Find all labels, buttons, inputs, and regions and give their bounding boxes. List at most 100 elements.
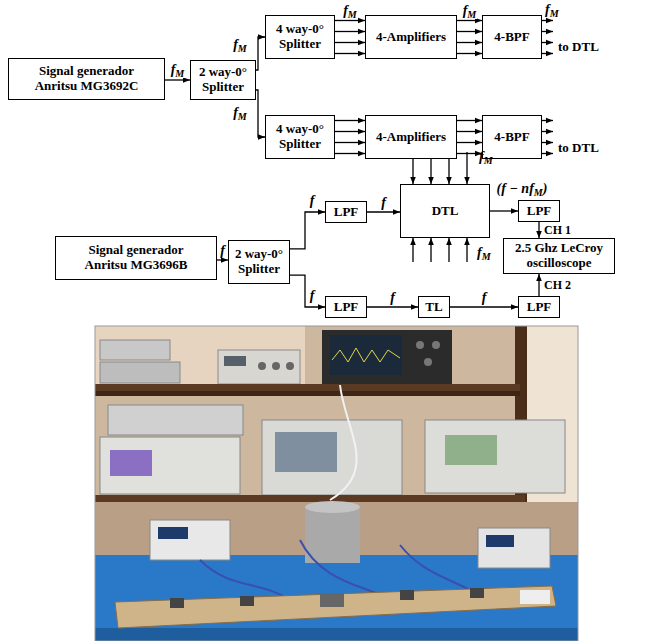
signal-label: f [380, 196, 387, 210]
process-box: 4-Amplifiers [365, 15, 457, 59]
math-glyph: f [171, 62, 176, 77]
math-glyph: M [484, 155, 493, 166]
shelf-edge [95, 391, 520, 396]
output-arrow [542, 120, 553, 121]
process-box: 2 way-0° Splitter [190, 60, 256, 100]
power-supply [478, 528, 550, 568]
photo-cylinder-top [305, 501, 360, 513]
board-connector [520, 590, 550, 604]
dtl-input-arrow [466, 238, 467, 262]
math-glyph: M [550, 8, 559, 19]
process-box: LPF [518, 296, 560, 318]
signal-arrow [457, 42, 482, 43]
signal-label: f [481, 291, 488, 305]
box-label: 2 way-0° Splitter [233, 247, 285, 277]
math-glyph: M [467, 9, 476, 20]
box-label: Signal generador Anritsu MG3692C [23, 64, 150, 94]
signal-arrow [217, 259, 228, 260]
output-arrow [542, 42, 553, 43]
instrument-display [275, 432, 337, 472]
signal-arrow [335, 153, 365, 154]
process-box: 4-BPF [482, 15, 542, 59]
board-component [470, 588, 484, 598]
math-glyph: M [482, 251, 491, 262]
signal-label: (f − nfM) [496, 182, 549, 197]
oscilloscope-screen [330, 335, 402, 375]
signal-arrow [457, 20, 482, 21]
signal-label: fM [544, 3, 560, 18]
math-glyph: f [381, 195, 386, 210]
signal-arrow [256, 90, 265, 137]
dtl-input-arrow [466, 152, 467, 184]
process-box: LPF [325, 296, 367, 318]
box-label: Signal generador Anritsu MG3696B [70, 243, 202, 273]
math-glyph: f [310, 288, 315, 303]
connectors [165, 21, 539, 308]
signal-arrow [290, 212, 325, 249]
box-label: 4-Amplifiers [376, 30, 446, 45]
photo-cable [330, 385, 357, 500]
signal-arrow [457, 53, 482, 54]
signal-label: fM [462, 4, 478, 19]
signal-generator-photo [262, 420, 402, 495]
instrument-knob [272, 362, 280, 370]
signal-label: fM [232, 106, 248, 121]
signal-arrow [290, 275, 325, 307]
signal-arrow [490, 210, 518, 211]
instrument-display [110, 450, 152, 476]
signal-label: f [219, 244, 226, 258]
signal-arrow [335, 142, 365, 143]
math-glyph: f [463, 3, 468, 18]
output-arrow [542, 142, 553, 143]
dtl-input-arrow [448, 238, 449, 262]
box-label: LPF [527, 300, 552, 315]
box-label: 2.5 Ghz LeCroy oscilloscope [508, 241, 610, 271]
signal-arrow [457, 131, 482, 132]
photo-frame [95, 326, 578, 641]
box-label: LPF [334, 300, 359, 315]
box-label: 4 way-0° Splitter [270, 22, 330, 52]
math-glyph [506, 181, 510, 196]
math-glyph: ) [543, 181, 548, 196]
instrument-display [224, 356, 246, 366]
signal-generator-photo [425, 420, 565, 493]
instrument-knob [424, 358, 432, 366]
math-glyph: f [343, 3, 348, 18]
signal-arrow [367, 306, 418, 307]
instrument-display [158, 527, 188, 539]
process-box: LPF [518, 200, 560, 222]
output-arrow [542, 31, 553, 32]
signal-arrow [256, 37, 265, 70]
signal-label: f [309, 194, 316, 208]
signal-label: CH 2 [543, 278, 572, 292]
photo-instrument [100, 362, 180, 383]
signal-label: f [309, 289, 316, 303]
signal-arrow [457, 142, 482, 143]
board-component [170, 598, 184, 608]
math-glyph: f [390, 290, 395, 305]
output-arrow [542, 131, 553, 132]
signal-arrow [335, 53, 365, 54]
board-component [240, 596, 254, 606]
board-component [400, 590, 414, 600]
box-label: LPF [334, 205, 359, 220]
math-glyph: M [175, 68, 184, 79]
photo-instrument [100, 340, 170, 360]
box-label: TL [425, 300, 442, 315]
math-glyph: f [220, 243, 225, 258]
process-box: 4-BPF [482, 115, 542, 159]
photo-wall-light [95, 326, 305, 386]
process-box: 2.5 Ghz LeCroy oscilloscope [503, 238, 615, 274]
math-glyph: f [529, 181, 534, 196]
process-box: DTL [400, 184, 490, 238]
signal-arrow [335, 20, 365, 21]
math-glyph: f [501, 181, 506, 196]
photo-wire [200, 560, 290, 600]
signal-label: fM [232, 38, 248, 53]
output-arrow [542, 20, 553, 21]
box-label: 4-BPF [494, 130, 529, 145]
math-glyph: M [238, 43, 247, 54]
instrument-display [445, 435, 497, 465]
